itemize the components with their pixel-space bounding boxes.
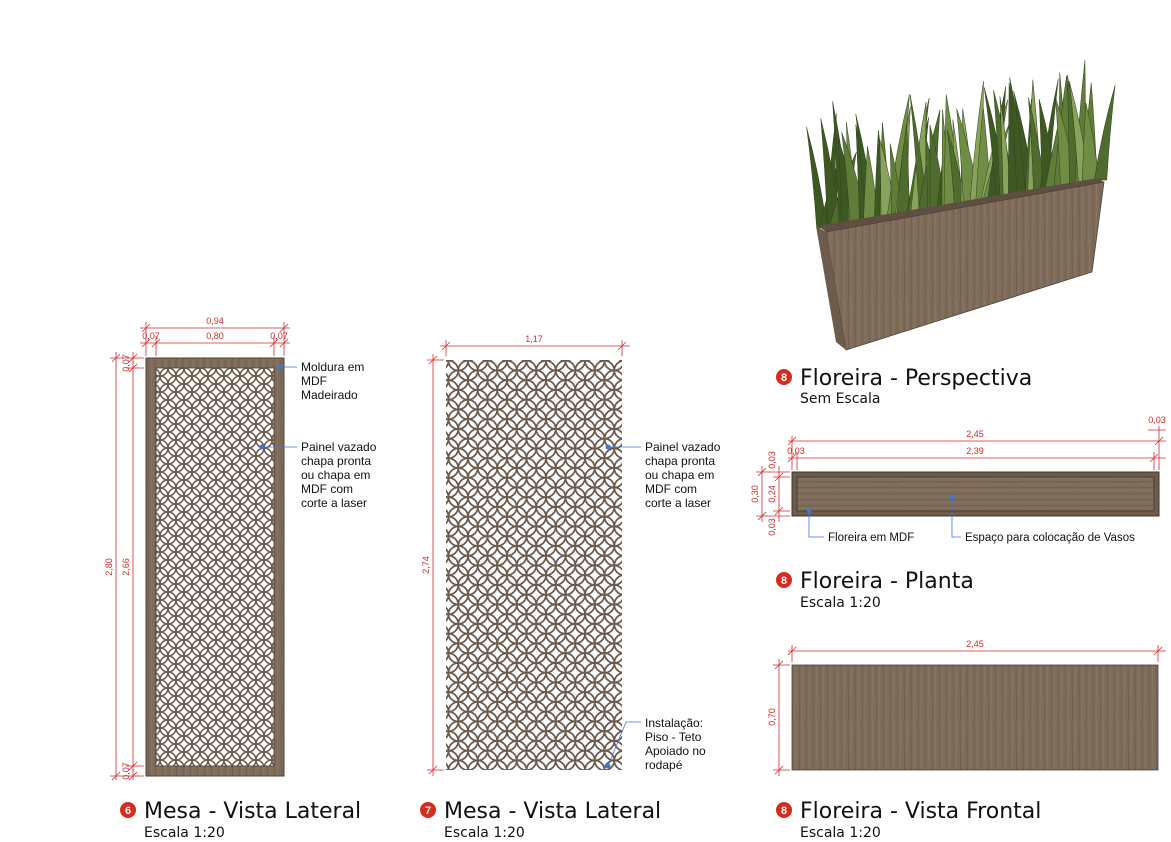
dim-height: 0,70 xyxy=(767,708,777,726)
dim-length: 2,45 xyxy=(966,639,984,649)
view-number-badge xyxy=(776,802,792,818)
dim-total-height: 2,80 xyxy=(104,558,114,576)
view-number-badge xyxy=(776,369,792,385)
note-panel: Painel vazado chapa pronta ou chapa em M… xyxy=(301,440,380,510)
plant-leaf xyxy=(1094,85,1116,181)
planter-inner-space xyxy=(796,476,1155,512)
dim-bottom-frame: 0,07 xyxy=(121,762,131,780)
panel-6-elevation: 0,94 0,80 0,07 0,07 2,80 2,66 0,07 0,07 xyxy=(104,316,380,841)
view-title: Mesa - Vista Lateral xyxy=(444,799,661,824)
note-panel: Painel vazado chapa pronta ou chapa em M… xyxy=(645,440,724,510)
dim-height: 2,74 xyxy=(421,556,431,574)
view-scale: Escala 1:20 xyxy=(800,595,881,611)
view-title: Floreira - Planta xyxy=(800,569,974,594)
view-number-badge xyxy=(420,802,436,818)
view-title: Floreira - Perspectiva xyxy=(800,366,1032,391)
note-install: Instalação: Piso - Teto Apoiado no rodap… xyxy=(645,716,709,772)
view-scale: Escala 1:20 xyxy=(444,825,525,841)
leader-dot-space xyxy=(949,494,955,500)
view-title: Floreira - Vista Frontal xyxy=(800,799,1041,824)
view-number: 8 xyxy=(781,805,787,817)
dim-bottom-wall: 0,03 xyxy=(767,518,777,536)
leader-dot-install xyxy=(605,763,611,769)
view-number: 8 xyxy=(781,575,787,587)
dim-right-frame: 0,07 xyxy=(270,331,288,341)
dim-width: 1,17 xyxy=(525,334,543,344)
dim-total-length: 2,45 xyxy=(966,429,984,439)
dim-total-width: 0,94 xyxy=(206,316,224,326)
view-number-badge xyxy=(120,802,136,818)
dimension-lines-top xyxy=(140,322,290,356)
dim-inner-height: 2,66 xyxy=(121,558,131,576)
dim-top-wall: 0,03 xyxy=(767,451,777,469)
dim-total-depth: 0,30 xyxy=(750,485,760,503)
leader-dot-panel xyxy=(259,444,265,450)
leader-lines xyxy=(607,446,641,767)
dimension-lines xyxy=(427,340,630,776)
dim-top-frame: 0,07 xyxy=(121,354,131,372)
leader-dot-frame xyxy=(277,364,283,370)
view-number-badge xyxy=(776,572,792,588)
planter-side-face xyxy=(816,226,846,350)
view-scale: Escala 1:20 xyxy=(800,825,881,841)
dim-inner-length: 2,39 xyxy=(966,446,984,456)
plant-leaf xyxy=(806,127,828,229)
plant-leaves xyxy=(806,60,1116,229)
planter-perspective: 8 Floreira - Perspectiva Sem Escala xyxy=(776,60,1116,407)
note-space: Espaço para colocação de Vasos xyxy=(965,532,1135,544)
dim-right-wall: 0,03 xyxy=(1148,415,1166,425)
dimension-lines-left xyxy=(110,352,144,781)
leader-lines xyxy=(262,366,297,448)
view-scale: Escala 1:20 xyxy=(144,825,225,841)
view-scale: Sem Escala xyxy=(800,391,880,407)
view-number: 7 xyxy=(425,805,431,817)
planter-front-face xyxy=(791,664,1159,771)
lattice-panel xyxy=(446,360,622,770)
leader-lines xyxy=(808,497,961,538)
leader-dot-panel xyxy=(605,444,611,450)
planter-plan: 2,45 2,39 0,03 0,03 0,30 0,24 0,03 0,03 … xyxy=(750,415,1166,611)
view-title: Mesa - Vista Lateral xyxy=(144,799,361,824)
dimension-lines xyxy=(773,645,1166,776)
lattice-infill xyxy=(155,367,275,767)
dim-inner-width: 0,80 xyxy=(206,331,224,341)
view-number: 6 xyxy=(125,805,131,817)
panel-7-elevation: 1,17 2,74 Painel vazado chapa pronta ou … xyxy=(420,334,724,841)
planter-top-rim xyxy=(818,178,1104,232)
view-number: 8 xyxy=(781,372,787,384)
note-mdf: Floreira em MDF xyxy=(828,532,914,544)
dim-left-frame: 0,07 xyxy=(142,331,160,341)
dim-left-wall: 0,03 xyxy=(787,446,805,456)
dimension-lines xyxy=(756,426,1166,522)
plant-leaf xyxy=(896,123,910,214)
dim-inner-depth: 0,24 xyxy=(767,485,777,503)
leader-dot-mdf xyxy=(806,508,812,514)
note-frame: Moldura em MDF Madeirado xyxy=(301,360,368,402)
planter-front-view: 2,45 0,70 8 Floreira - Vista Frontal Esc… xyxy=(767,639,1166,841)
